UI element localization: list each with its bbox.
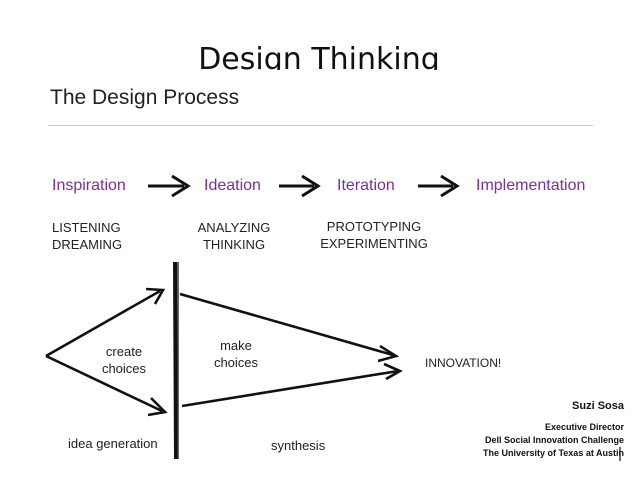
activity-dreaming: DREAMING [52,237,123,252]
activities-inspiration: LISTENING DREAMING [52,219,122,253]
credit-name: Suzi Sosa [572,400,624,412]
phase-iteration: Iteration [337,177,395,194]
diverge-arrow-up [45,287,166,358]
innovation-label: INNOVATION! [425,356,502,370]
converge-arrow-lower [181,362,403,408]
decision-divider [173,261,179,460]
slide-title: Design Thinking [198,42,440,70]
caption-idea-generation: idea generation [68,436,158,451]
heading-divider [48,125,593,126]
phase-arrow-1 [148,174,191,198]
activities-iteration: PROTOTYPING EXPERIMENTING [310,218,438,252]
credit-institution: The University of Texas at Austin [482,448,624,458]
activity-prototyping: PROTOTYPING [326,219,422,234]
note-create-choices: create choices [101,344,147,376]
process-heading: The Design Process [50,86,240,109]
activities-ideation: ANALYZING THINKING [191,219,277,253]
converge-arrow-upper [179,292,400,363]
phase-inspiration: Inspiration [52,177,126,194]
activity-experimenting: EXPERIMENTING [320,236,428,251]
phase-arrow-3 [418,174,460,198]
caption-synthesis: synthesis [271,438,326,453]
credit-role: Executive Director [544,422,624,432]
diverge-arrow-down [45,354,168,417]
phase-ideation: Ideation [204,177,261,194]
activity-analyzing: ANALYZING [197,220,271,235]
credit-org: Dell Social Innovation Challenge [484,435,624,445]
phase-implementation: Implementation [476,177,586,194]
phase-arrow-2 [279,174,321,198]
note-make-choices: make choices [213,338,259,370]
activity-thinking: THINKING [202,237,266,252]
activity-listening: LISTENING [52,220,121,235]
